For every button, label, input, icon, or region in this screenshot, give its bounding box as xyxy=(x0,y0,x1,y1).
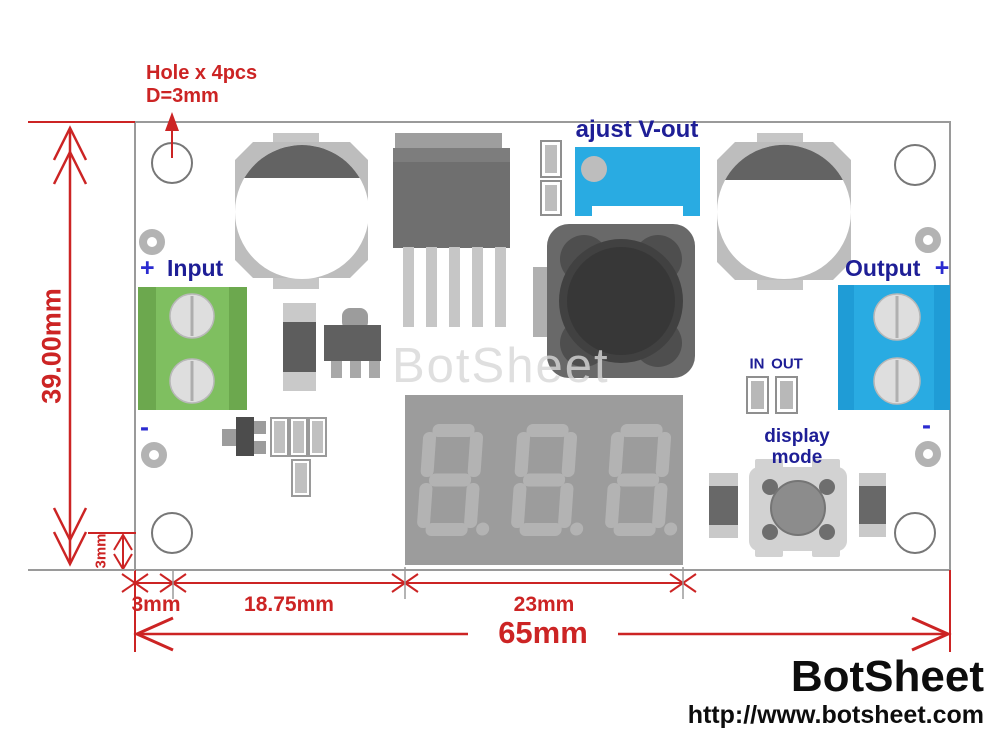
display-width-dimension: 23mm xyxy=(513,593,575,616)
watermark: BotSheet xyxy=(392,339,610,393)
botsheet-logo: BotSheet xyxy=(790,652,984,701)
in-out-leds xyxy=(746,376,798,414)
display-mode-label: display mode xyxy=(764,426,829,468)
mid-section-dimension: 18.75mm xyxy=(244,593,334,616)
hole-bottom-left xyxy=(151,512,193,554)
voltage-trimmer xyxy=(575,147,700,216)
hole-note-line1: Hole x 4pcs xyxy=(146,62,258,84)
mounting-holes xyxy=(151,142,936,554)
output-label: Output xyxy=(845,255,921,281)
input-label: Input xyxy=(167,255,224,281)
adjust-vout-label: ajust V-out xyxy=(575,116,699,143)
diode xyxy=(283,303,316,391)
output-plus-sign: + xyxy=(934,254,950,282)
extension-lines xyxy=(28,567,684,599)
seven-segment-display xyxy=(405,395,685,565)
hole-bottom-right xyxy=(894,512,936,554)
hole-top-right xyxy=(894,144,936,186)
display-mode-line2: mode xyxy=(771,447,823,468)
output-label-group: Output + xyxy=(845,254,949,283)
output-minus-sign: - xyxy=(922,410,931,440)
input-capacitor xyxy=(235,133,369,289)
output-capacitor xyxy=(717,133,851,290)
hole-offset-vertical-dimension: 3mm xyxy=(92,533,110,569)
regulator-ic xyxy=(393,133,510,327)
led-in-label: IN xyxy=(749,355,765,373)
input-plus-sign: + xyxy=(140,254,155,282)
sot23-transistor xyxy=(222,417,266,456)
botsheet-url: http://www.botsheet.com xyxy=(687,701,984,729)
input-label-group: + Input xyxy=(140,254,223,283)
inductor xyxy=(533,224,695,378)
board-width-dimension: 65mm xyxy=(498,615,588,650)
dimension-lines xyxy=(28,112,952,652)
smd-resistors-top xyxy=(540,140,562,216)
input-terminal xyxy=(138,287,247,410)
hole-offset-horizontal-dimension: 3mm xyxy=(131,593,181,616)
input-minus-sign: - xyxy=(140,412,149,442)
board-height-dimension: 39.00mm xyxy=(36,288,67,404)
display-mode-button xyxy=(709,459,886,557)
display-mode-line1: display xyxy=(764,426,830,447)
led-out-label: OUT xyxy=(771,355,803,373)
hole-note-line2: D=3mm xyxy=(146,85,219,107)
sot89-transistor xyxy=(324,308,381,378)
smd-resistor-cluster xyxy=(270,417,327,497)
hole-note: Hole x 4pcs D=3mm xyxy=(146,62,257,108)
output-terminal xyxy=(838,285,950,410)
via-pads xyxy=(139,227,941,468)
